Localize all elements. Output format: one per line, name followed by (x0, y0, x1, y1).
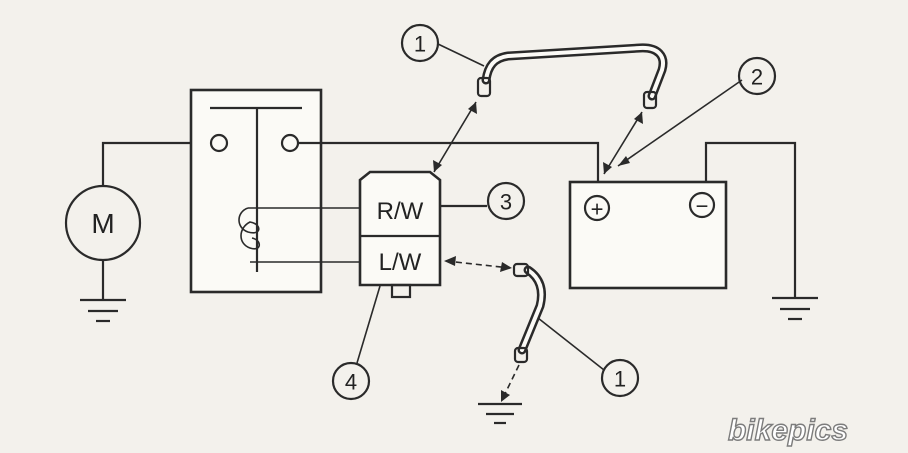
connector-body (358, 170, 442, 287)
battery-ground-icon (772, 296, 818, 321)
motor-lead-wire (101, 141, 210, 186)
jumper-arrows-bottom (444, 256, 520, 402)
relay-battery-wire (298, 141, 600, 182)
motor-ground-icon (80, 298, 126, 323)
battery: + − (568, 180, 728, 290)
battery-positive-terminal (583, 194, 611, 222)
relay-terminal-left (209, 133, 229, 153)
callout-3: 3 (486, 181, 526, 221)
callout-4: 4 (331, 285, 381, 401)
callout-2: 2 (737, 56, 777, 96)
battery-negative-label: − (696, 194, 709, 219)
relay-connector: R/W L/W (358, 170, 442, 299)
jumper-lead-top (476, 43, 668, 110)
battery-ground-wire (704, 141, 797, 298)
jumper-lead-bottom (512, 262, 546, 364)
jumper-clip-left (476, 76, 492, 98)
jumper-cable-top-inner (484, 45, 665, 98)
jumper-ground-icon (478, 402, 522, 425)
svg-text:3: 3 (500, 190, 512, 215)
starter-relay (189, 88, 360, 294)
callout-1-bottom: 1 (537, 317, 640, 398)
callout-1-top: 1 (400, 23, 485, 67)
battery-negative-terminal (688, 191, 716, 219)
watermark-text: bikepics (728, 414, 848, 447)
watermark-logo: bikepics (727, 413, 848, 447)
connector-latch (390, 283, 412, 299)
battery-body (568, 180, 728, 290)
svg-text:1: 1 (614, 367, 626, 392)
connector-label-lw: L/W (379, 249, 422, 276)
jumper-arrows-top (433, 79, 743, 175)
motor-label: M (91, 208, 114, 239)
svg-text:1: 1 (414, 32, 426, 57)
jumper-clip-bottom (513, 346, 529, 364)
connector-label-rw: R/W (377, 198, 424, 225)
relay-coil (238, 207, 261, 250)
jumper-clip-right (642, 90, 658, 110)
starter-motor: M (64, 141, 210, 323)
jumper-clip-top (512, 262, 530, 278)
svg-text:2: 2 (751, 65, 763, 90)
svg-text:4: 4 (345, 370, 357, 395)
battery-positive-label: + (591, 197, 604, 222)
